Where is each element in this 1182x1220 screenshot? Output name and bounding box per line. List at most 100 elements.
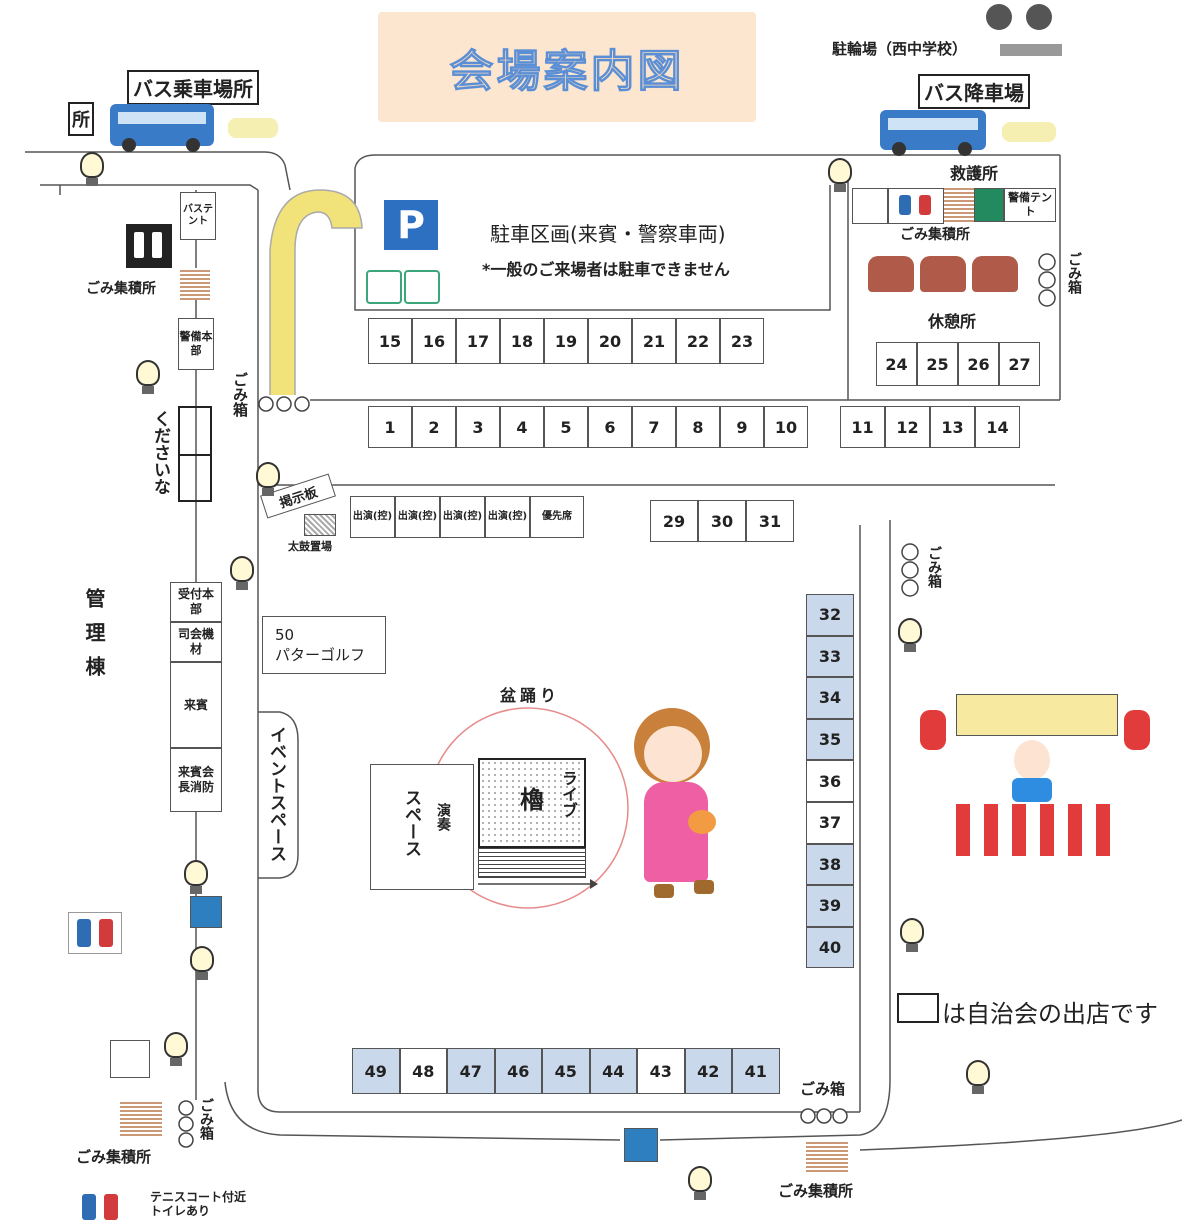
taiko-area-icon <box>304 514 336 536</box>
stall-45: 45 <box>542 1048 590 1094</box>
event-space-label: イベントスペース <box>266 726 286 862</box>
stall-40: 40 <box>806 926 854 969</box>
yagura-label: 櫓 <box>520 786 544 814</box>
wheelchair-icon <box>404 270 440 304</box>
light-bulb-icon <box>828 158 852 194</box>
trash-label-lower-left: ごみ箱 <box>198 1098 214 1140</box>
light-bulb-icon <box>184 860 208 896</box>
water-tap-icon <box>190 896 222 928</box>
facility-mc: 司会機材 <box>170 622 222 662</box>
stall-6: 6 <box>588 406 632 448</box>
bus-icon-right <box>880 110 986 156</box>
yagura-stage: 櫓 ライブ <box>478 758 586 848</box>
taiko-label: 太鼓置場 <box>288 540 332 553</box>
left-facility-column: 受付本部司会機材来賓来賓会長消防 <box>170 582 222 812</box>
kudasaina-stall <box>178 406 212 502</box>
tennis-toilet-note: テニスコート付近トイレあり <box>150 1190 247 1219</box>
light-bulb-icon <box>80 152 104 188</box>
guard-tent-box: 警備テント <box>1004 188 1056 222</box>
bus-motion-icon <box>228 118 278 138</box>
stall-7: 7 <box>632 406 676 448</box>
legend-label: は自治会の出店です <box>942 1000 1158 1028</box>
stall-1: 1 <box>368 406 412 448</box>
stall-8: 8 <box>676 406 720 448</box>
yagura-stairs <box>478 848 586 878</box>
putter-golf-number: 50 <box>275 626 295 644</box>
yukata-girl-illustration <box>614 708 744 902</box>
stall-42: 42 <box>684 1048 732 1094</box>
arrow-icon <box>1000 44 1062 56</box>
bicycle-icon <box>986 0 1054 32</box>
stall-11: 11 <box>840 406 885 448</box>
garbage-collection-label-right: ごみ集積所 <box>900 227 970 243</box>
water-tap-icon <box>624 1128 658 1162</box>
garbage-icon <box>944 188 974 222</box>
stall-43: 43 <box>637 1048 685 1094</box>
stall-15: 15 <box>368 318 412 364</box>
garbage-icon-left <box>180 268 210 300</box>
bus-boarding-label: バス乗車場所 <box>127 70 259 105</box>
live-label: ライブ <box>559 770 578 818</box>
toilet-icon-lower-left <box>68 912 122 954</box>
rest-label: 休憩所 <box>928 312 977 331</box>
stall-22: 22 <box>676 318 720 364</box>
performer-stall: 出演(控) <box>485 496 530 538</box>
parking-note: *一般のご来場者は駐車できません <box>482 260 730 279</box>
light-bulb-icon <box>966 1060 990 1096</box>
stall-5: 5 <box>544 406 588 448</box>
stall-38: 38 <box>806 843 854 886</box>
space-label: スペース <box>401 789 421 857</box>
performer-stall: 出演(控) <box>350 496 395 538</box>
stall-46: 46 <box>494 1048 542 1094</box>
stall-31: 31 <box>746 500 794 542</box>
stall-3: 3 <box>456 406 500 448</box>
stall-18: 18 <box>500 318 544 364</box>
light-bulb-icon <box>164 1032 188 1068</box>
stall-26: 26 <box>958 342 999 386</box>
stall-44: 44 <box>589 1048 637 1094</box>
performance-label: 演奏 <box>435 803 451 831</box>
toilet-icon-left <box>126 224 172 268</box>
light-bulb-icon <box>190 946 214 982</box>
map-title: 会場案内図 <box>449 46 685 98</box>
light-bulb-icon <box>256 462 280 498</box>
bus-motion-icon-right <box>1002 122 1056 142</box>
stall-13: 13 <box>930 406 975 448</box>
parking-sign-icon: P <box>384 200 438 250</box>
performer-stalls: 出演(控)出演(控)出演(控)出演(控)優先席 <box>350 496 584 538</box>
toilet-icon-bottom <box>76 1190 128 1220</box>
garbage-collection-label-bottom-right: ごみ集積所 <box>778 1182 854 1200</box>
garbage-icon-bottom-right <box>806 1142 848 1172</box>
bon-odori-label: 盆踊り <box>500 686 561 705</box>
wheelchair-icon <box>366 270 402 304</box>
stall-37: 37 <box>806 801 854 844</box>
bus-icon <box>110 104 214 152</box>
stall-20: 20 <box>588 318 632 364</box>
stall-35: 35 <box>806 718 854 761</box>
facility-reception: 受付本部 <box>170 582 222 622</box>
putter-golf-label: パターゴルフ <box>275 646 366 665</box>
bus-alighting-label: バス降車場 <box>918 74 1030 109</box>
stall-34: 34 <box>806 677 854 719</box>
garbage-icon-lower-left <box>120 1102 162 1136</box>
performance-space: スペース 演奏 <box>370 764 474 890</box>
stall-39: 39 <box>806 885 854 927</box>
trash-label-right-mid: ごみ箱 <box>926 546 942 588</box>
light-bulb-icon <box>900 918 924 954</box>
bicycle-parking-label: 駐輪場（西中学校） <box>832 40 968 58</box>
stall-27: 27 <box>999 342 1040 386</box>
facility-guest: 来賓 <box>170 662 222 748</box>
management-building-label: 管理棟 <box>82 588 106 690</box>
stall-16: 16 <box>412 318 456 364</box>
stall-41: 41 <box>732 1048 780 1094</box>
stall-24: 24 <box>876 342 917 386</box>
stall-36: 36 <box>806 760 854 802</box>
guard-hq-box: 警備本部 <box>178 318 214 370</box>
putter-golf-area: 50 パターゴルフ <box>262 616 386 674</box>
